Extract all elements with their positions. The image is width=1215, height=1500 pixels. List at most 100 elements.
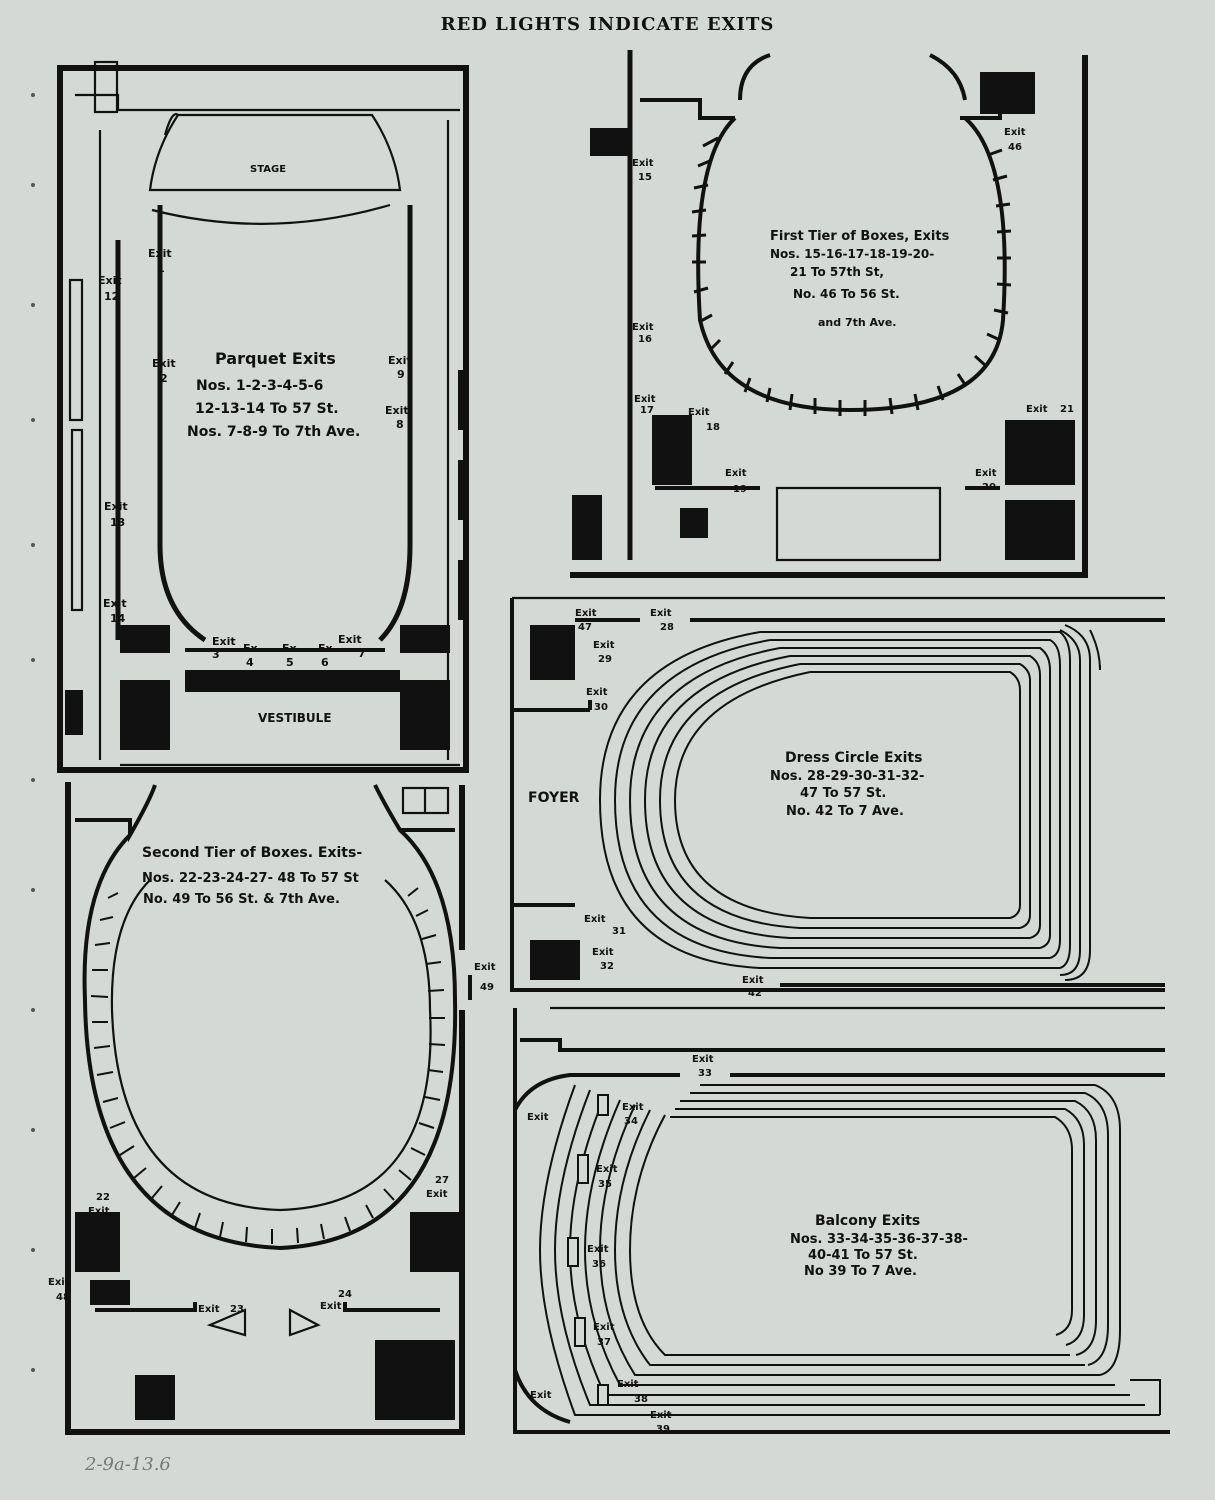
vestibule-label: VESTIBULE — [258, 711, 332, 725]
page-header: RED LIGHTS INDICATE EXITS — [440, 14, 775, 35]
svg-text:Exit: Exit — [742, 975, 764, 986]
svg-text:Ex: Ex — [243, 642, 258, 655]
svg-text:Exit: Exit — [617, 1379, 639, 1390]
second-tier-line1: Nos. 22-23-24-27- 48 To 57 St — [142, 871, 359, 886]
svg-text:23: 23 — [230, 1304, 244, 1315]
balcony-line3: No 39 To 7 Ave. — [804, 1264, 917, 1279]
svg-text:42: 42 — [748, 988, 762, 999]
svg-text:15: 15 — [638, 172, 652, 183]
parquet-line2: 12-13-14 To 57 St. — [195, 401, 339, 417]
svg-text:Ex: Ex — [318, 642, 333, 655]
svg-text:Exit: Exit — [474, 962, 496, 973]
svg-text:7: 7 — [358, 647, 366, 660]
svg-text:37: 37 — [597, 1337, 611, 1348]
svg-text:29: 29 — [598, 654, 612, 665]
parquet-plan: STAGE VESTIBULE Parquet Exits Nos. 1-2-3… — [57, 60, 469, 773]
binding-marks — [31, 93, 35, 1372]
first-tier-line2: 21 To 57th St, — [790, 265, 884, 279]
svg-text:46: 46 — [1008, 142, 1022, 153]
svg-text:30: 30 — [594, 702, 608, 713]
svg-text:Exit: Exit — [103, 597, 127, 610]
second-tier-title: Second Tier of Boxes. Exits- — [142, 845, 362, 861]
svg-text:12: 12 — [104, 290, 119, 303]
svg-text:14: 14 — [110, 612, 126, 625]
svg-text:Exit: Exit — [388, 354, 412, 367]
svg-text:Exit: Exit — [98, 274, 122, 287]
svg-text:Exit: Exit — [104, 500, 128, 513]
svg-text:47: 47 — [578, 622, 592, 633]
svg-text:Exit: Exit — [632, 322, 654, 333]
second-tier-plan: Second Tier of Boxes. Exits- Nos. 22-23-… — [48, 782, 496, 1435]
svg-text:5: 5 — [286, 656, 294, 669]
svg-text:35: 35 — [598, 1179, 612, 1190]
parquet-line3: Nos. 7-8-9 To 7th Ave. — [187, 424, 360, 440]
svg-text:13: 13 — [110, 516, 125, 529]
svg-text:Exit: Exit — [650, 608, 672, 619]
svg-text:24: 24 — [338, 1289, 352, 1300]
svg-text:Exit: Exit — [587, 1244, 609, 1255]
svg-text:31: 31 — [612, 926, 626, 937]
svg-text:9: 9 — [397, 368, 405, 381]
svg-text:28: 28 — [660, 622, 674, 633]
balcony-title: Balcony Exits — [815, 1213, 920, 1229]
first-tier-line3: No. 46 To 56 St. — [793, 287, 900, 301]
svg-text:18: 18 — [706, 422, 720, 433]
svg-text:19: 19 — [733, 484, 747, 495]
svg-text:Exit: Exit — [152, 357, 176, 370]
dress-circle-line3: No. 42 To 7 Ave. — [786, 804, 904, 819]
balcony-line1: Nos. 33-34-35-36-37-38- — [790, 1232, 968, 1247]
balcony-line2: 40-41 To 57 St. — [808, 1248, 918, 1263]
balcony-exit-doors — [567, 1094, 609, 1406]
balcony-plan: Balcony Exits Nos. 33-34-35-36-37-38- 40… — [513, 1006, 1170, 1435]
svg-text:Exit: Exit — [622, 1102, 644, 1113]
svg-text:Exit: Exit — [198, 1304, 220, 1315]
svg-text:48: 48 — [56, 1292, 70, 1303]
dress-circle-line1: Nos. 28-29-30-31-32- — [770, 769, 924, 784]
svg-text:38: 38 — [634, 1394, 648, 1405]
svg-text:Exit: Exit — [212, 635, 236, 648]
svg-text:Exit: Exit — [575, 608, 597, 619]
svg-text:Exit: Exit — [725, 468, 747, 479]
svg-text:6: 6 — [321, 656, 329, 669]
svg-text:39: 39 — [656, 1424, 670, 1435]
svg-text:Exit: Exit — [1004, 127, 1026, 138]
svg-text:21: 21 — [1060, 404, 1074, 415]
first-tier-line1: Nos. 15-16-17-18-19-20- — [770, 247, 934, 261]
dress-circle-title: Dress Circle Exits — [785, 750, 922, 766]
svg-text:34: 34 — [624, 1116, 638, 1127]
svg-text:Exit: Exit — [385, 404, 409, 417]
svg-text:Ex: Ex — [282, 642, 297, 655]
svg-text:Exit: Exit — [688, 407, 710, 418]
svg-text:Exit: Exit — [650, 1410, 672, 1421]
svg-text:Exit: Exit — [632, 158, 654, 169]
svg-text:3: 3 — [212, 648, 220, 661]
svg-text:Exit: Exit — [530, 1390, 552, 1401]
svg-text:2: 2 — [160, 372, 168, 385]
second-tier-line2: No. 49 To 56 St. & 7th Ave. — [143, 892, 340, 907]
svg-text:Exit: Exit — [48, 1277, 70, 1288]
svg-text:20: 20 — [982, 482, 996, 493]
first-tier-line4: and 7th Ave. — [818, 316, 896, 329]
box-markers — [691, 136, 1012, 416]
svg-text:16: 16 — [638, 334, 652, 345]
parquet-line1: Nos. 1-2-3-4-5-6 — [196, 378, 323, 394]
svg-text:36: 36 — [592, 1259, 606, 1270]
svg-text:49: 49 — [480, 982, 494, 993]
foyer-label: FOYER — [528, 790, 580, 806]
parquet-title: Parquet Exits — [215, 349, 336, 368]
dress-circle-line2: 47 To 57 St. — [800, 786, 886, 801]
svg-text:Exit: Exit — [584, 914, 606, 925]
svg-text:Exit: Exit — [975, 468, 997, 479]
first-tier-plan: First Tier of Boxes, Exits Nos. 15-16-17… — [570, 50, 1088, 578]
dress-circle-plan: FOYER Dress Circle Exits Nos. 28-29-30-3… — [510, 596, 1165, 999]
svg-text:Exit: Exit — [426, 1189, 448, 1200]
svg-text:1: 1 — [157, 262, 165, 275]
svg-text:Exit: Exit — [586, 687, 608, 698]
svg-text:33: 33 — [698, 1068, 712, 1079]
